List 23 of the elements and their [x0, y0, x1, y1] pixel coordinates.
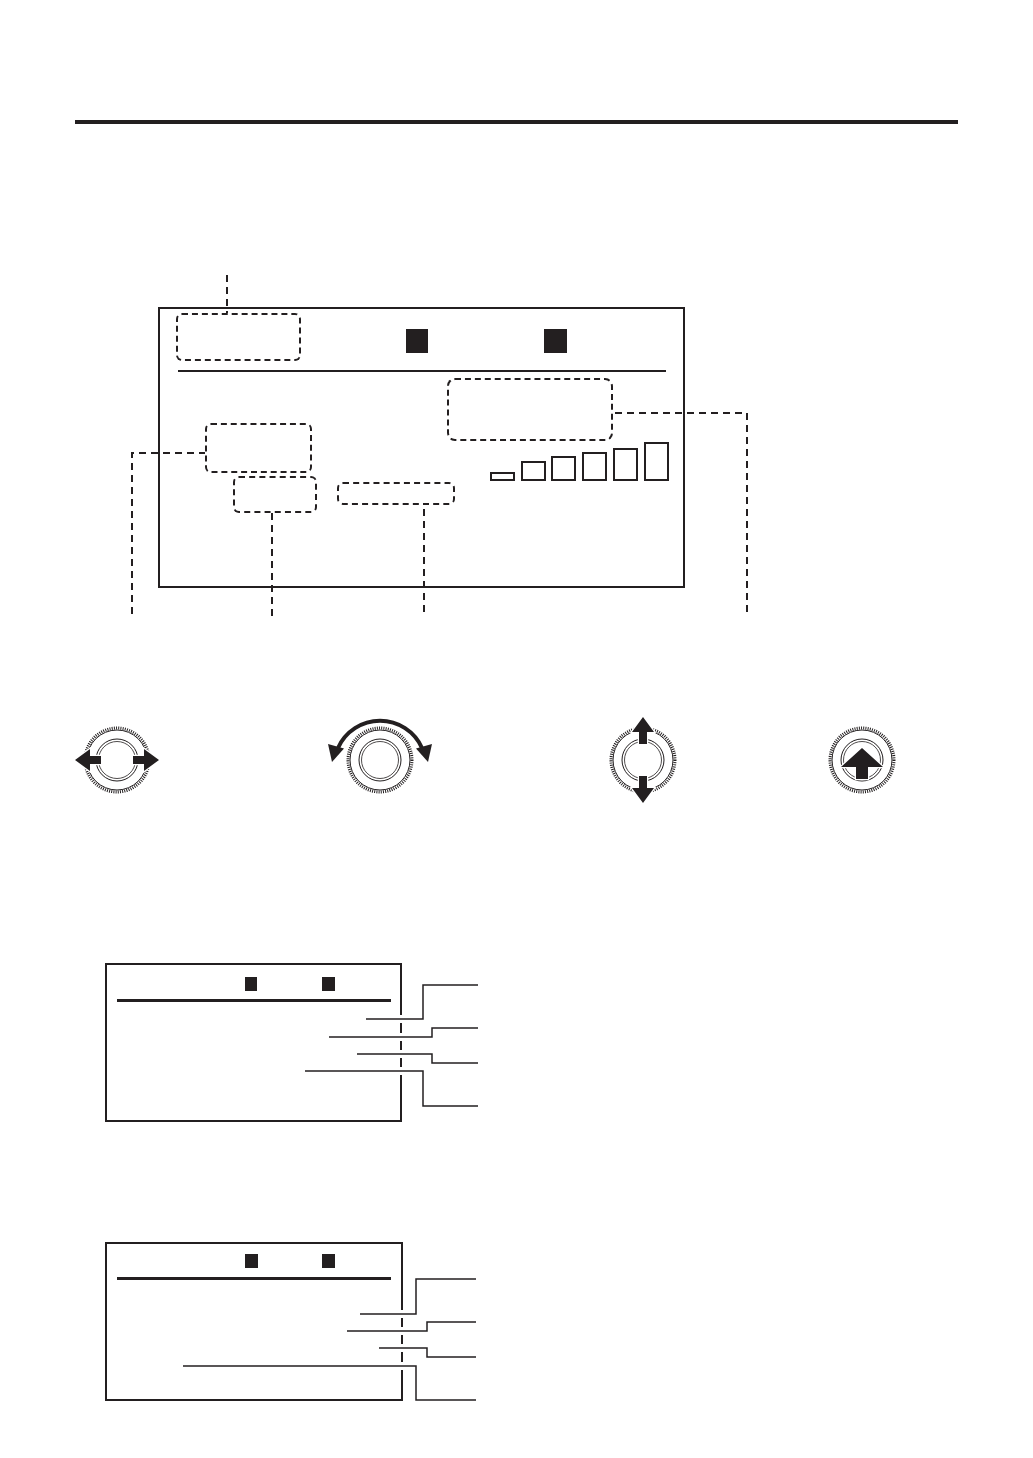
leader-line — [612, 412, 748, 613]
leader-line — [304, 1070, 479, 1107]
leader-line — [346, 1321, 477, 1332]
dashed-region — [337, 482, 455, 505]
dashed-region — [447, 378, 613, 441]
leader-line — [182, 1365, 477, 1401]
lcd-screen — [105, 963, 402, 1122]
dial-left-right-icon — [73, 726, 161, 794]
dashed-region — [176, 313, 301, 361]
dial-press-icon — [828, 726, 896, 794]
leader-line — [359, 1278, 477, 1315]
leader-line — [226, 274, 228, 314]
leader-line — [328, 1027, 479, 1038]
leader-line — [131, 452, 206, 615]
lcd-screen — [105, 1242, 403, 1401]
lcd-screen — [158, 307, 685, 588]
leader-line — [356, 1053, 479, 1064]
dashed-region — [233, 476, 317, 513]
leader-line — [378, 1347, 477, 1358]
dashed-region — [205, 423, 312, 473]
leader-line — [271, 512, 273, 617]
dial-up-down-icon — [609, 716, 677, 804]
leader-line — [365, 984, 479, 1020]
